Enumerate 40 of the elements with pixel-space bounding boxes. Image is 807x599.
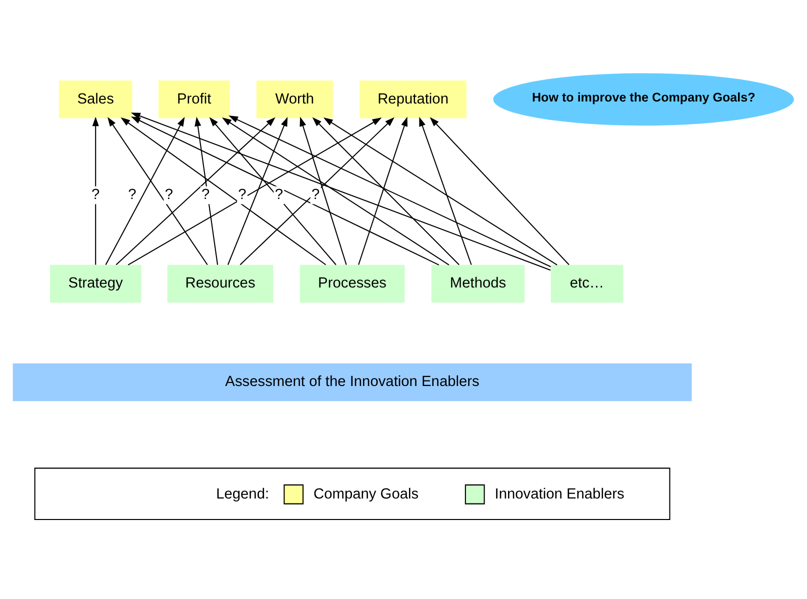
arrow: [240, 117, 394, 266]
arrow: [116, 117, 276, 266]
arrow: [194, 116, 218, 265]
arrow: [323, 118, 558, 266]
legend-label: Innovation Enablers: [494, 486, 624, 502]
node-ellipse: How to improve the Company Goals?: [493, 73, 794, 126]
arrow: [430, 117, 570, 266]
node-box: Sales: [58, 80, 132, 118]
arrow: [419, 116, 472, 265]
label: ?: [238, 187, 246, 204]
node-box: Profit: [158, 80, 230, 118]
arrow: [130, 116, 440, 266]
arrow: [120, 117, 326, 266]
label: ?: [274, 187, 284, 204]
node-box: Worth: [256, 80, 333, 118]
arrow: [130, 112, 551, 271]
label: Legend:: [216, 486, 270, 502]
arrow: [108, 117, 208, 266]
arrow: [358, 116, 408, 265]
legend-label: Company Goals: [314, 486, 419, 502]
arrow: [228, 116, 551, 268]
arrow: [300, 116, 347, 265]
label: ?: [128, 187, 136, 204]
label: ?: [92, 187, 100, 204]
arrow: [209, 117, 336, 266]
label: ?: [202, 187, 210, 204]
label: ?: [312, 187, 320, 204]
node-box: Assessment of the Innovation Enablers: [12, 363, 692, 402]
label: ?: [164, 187, 174, 204]
arrow: [312, 117, 460, 266]
arrow: [227, 116, 288, 265]
node-box: Processes: [300, 264, 405, 303]
node-box: Methods: [431, 264, 525, 303]
node-box: Strategy: [50, 264, 142, 303]
node-box: etc…: [550, 264, 624, 303]
arrow: [92, 116, 99, 265]
node-box: Reputation: [360, 80, 466, 118]
arrow: [222, 118, 450, 266]
arrow: [105, 116, 185, 265]
node-box: Resources: [167, 264, 274, 303]
